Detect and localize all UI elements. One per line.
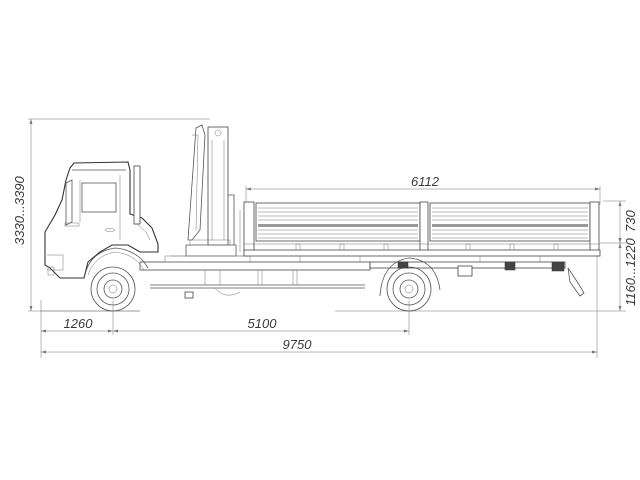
- flatbed-platform: [239, 201, 601, 262]
- platform-floor-height-label: 1160...1220: [623, 238, 638, 306]
- rear-wheel: [379, 257, 441, 312]
- chassis-frame: [139, 261, 585, 299]
- overall-height-label: 3330...3390: [12, 176, 27, 245]
- front-wheel: [90, 266, 136, 312]
- wheelbase-label: 5100: [248, 316, 278, 331]
- truck-cab: [44, 161, 159, 279]
- loader-crane: [164, 124, 251, 263]
- front-overhang-label: 1260: [64, 316, 94, 331]
- dimension-lines: [28, 118, 626, 358]
- platform-length-label: 6112: [411, 174, 440, 189]
- side-board-height-label: 730: [623, 210, 638, 232]
- overall-length-label: 9750: [283, 337, 313, 352]
- dimension-labels: 3330...3390 1260 5100 9750 6112 730 1160…: [12, 174, 638, 352]
